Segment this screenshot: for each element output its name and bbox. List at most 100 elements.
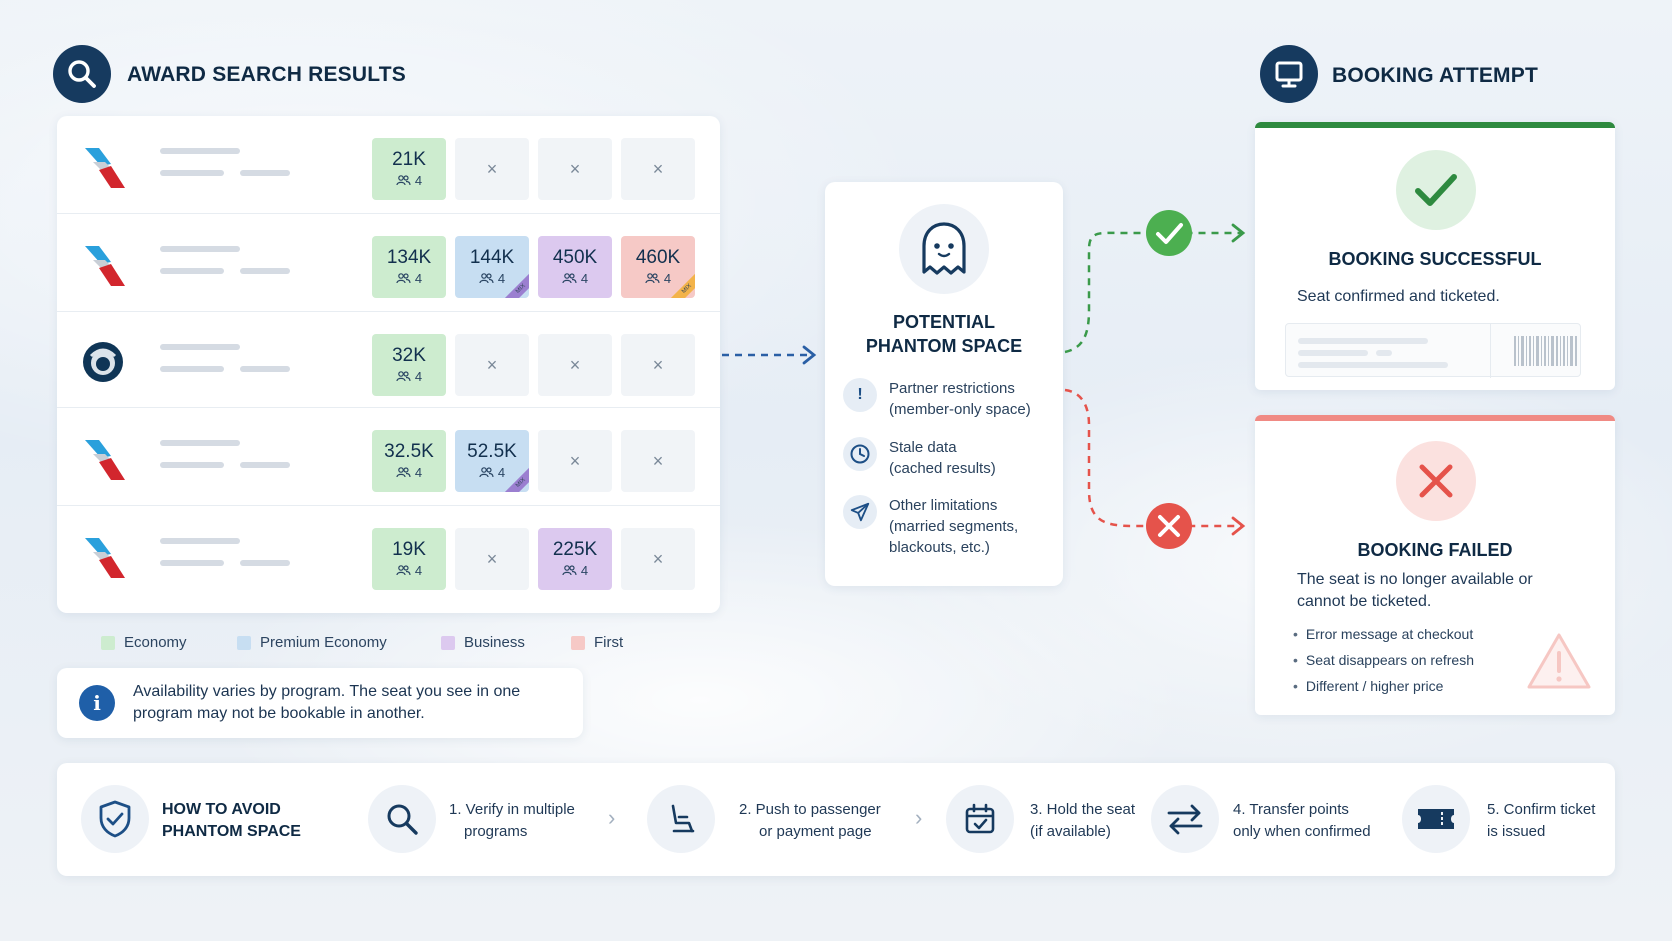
- avoid-phantom-space-bar: HOW TO AVOID PHANTOM SPACE 1. Verify in …: [57, 763, 1615, 876]
- warning-icon: [1527, 633, 1591, 689]
- award-points: 144K: [469, 247, 515, 268]
- legend-premium-economy: Premium Economy: [237, 634, 387, 651]
- unavailable-x-icon: ×: [486, 158, 498, 179]
- avoid-title-line: PHANTOM SPACE: [162, 823, 301, 840]
- people-icon: [645, 273, 660, 284]
- exclamation-icon: !: [843, 378, 877, 412]
- legend-swatch: [101, 635, 115, 650]
- phantom-space-card: POTENTIAL PHANTOM SPACE ! Partner restri…: [825, 182, 1063, 586]
- mixed-cabin-badge: MIX: [501, 463, 529, 492]
- award-points: 32.5K: [384, 441, 434, 462]
- phantom-item-line: (member-only space): [889, 401, 1031, 418]
- failed-title: BOOKING FAILED: [1357, 540, 1513, 560]
- success-check-icon: [1396, 150, 1476, 230]
- search-icon: [68, 60, 96, 88]
- people-icon: [479, 273, 494, 284]
- ghost-icon-wrap: [899, 204, 989, 294]
- placeholder-line: [160, 560, 224, 566]
- unavailable-x-icon: ×: [486, 548, 498, 569]
- plane-icon: [843, 495, 877, 529]
- tip-line: is issued: [1487, 823, 1546, 840]
- legend-label: Business: [464, 634, 525, 651]
- placeholder-line: [1376, 350, 1392, 356]
- seat-count: 4: [396, 563, 422, 578]
- award-cell-unavailable[interactable]: ×: [455, 528, 529, 590]
- seat-icon: [647, 785, 715, 853]
- award-cell-unavailable[interactable]: ×: [455, 138, 529, 200]
- award-cell-unavailable[interactable]: ×: [621, 334, 695, 396]
- unavailable-x-icon: ×: [652, 354, 664, 375]
- seat-count: 4: [479, 271, 505, 286]
- chevron-right-icon: ›: [608, 805, 616, 830]
- placeholder-line: [240, 170, 290, 176]
- people-icon: [562, 565, 577, 576]
- phantom-item-line: Partner restrictions: [889, 380, 1015, 397]
- award-cell-unavailable[interactable]: ×: [538, 430, 612, 492]
- placeholder-line: [1298, 338, 1428, 344]
- seat-number: 4: [497, 465, 506, 480]
- placeholder-line: [160, 366, 224, 372]
- seat-number: 4: [580, 563, 589, 578]
- tip-step-4: 4. Transfer points only when confirmed: [1233, 799, 1371, 843]
- airline-logo-tail-icon: [81, 242, 125, 286]
- phantom-title: POTENTIAL PHANTOM SPACE: [825, 310, 1063, 358]
- phantom-item-line: (cached results): [889, 460, 996, 477]
- tip-step-5: 5. Confirm ticket is issued: [1487, 799, 1595, 843]
- success-check-icon: [1146, 210, 1192, 256]
- legend-economy: Economy: [101, 634, 187, 651]
- tip-step-2: 2. Push to passenger or payment page: [739, 799, 881, 843]
- award-cell-unavailable[interactable]: ×: [621, 528, 695, 590]
- branch-arrows: [1064, 210, 1246, 549]
- legend-swatch: [441, 635, 455, 650]
- legend-swatch: [571, 635, 585, 650]
- info-text: Availability varies by program. The seat…: [133, 683, 521, 722]
- ghost-icon: [922, 222, 966, 275]
- award-cell-economy[interactable]: 32.5K 4: [372, 430, 446, 492]
- airline-logo-tail-icon: [81, 436, 125, 480]
- booking-section-icon: [1260, 45, 1318, 103]
- award-cell-unavailable[interactable]: ×: [621, 430, 695, 492]
- seat-count: 4: [396, 465, 422, 480]
- unavailable-x-icon: ×: [652, 158, 664, 179]
- legend-first: First: [571, 634, 623, 651]
- tip-line: 2. Push to passenger: [739, 801, 881, 818]
- tip-line: 3. Hold the seat: [1030, 801, 1136, 818]
- airline-logo-tail-icon: [81, 534, 125, 578]
- phantom-item-line: blackouts, etc.): [889, 539, 990, 556]
- award-points: 21K: [392, 149, 426, 170]
- people-icon: [396, 273, 411, 284]
- info-icon: i: [79, 685, 115, 721]
- seat-number: 4: [414, 465, 423, 480]
- award-cell-unavailable[interactable]: ×: [455, 334, 529, 396]
- avoid-title-line: HOW TO AVOID: [162, 801, 281, 818]
- placeholder-line: [240, 560, 290, 566]
- search-section-icon: [53, 45, 111, 103]
- phantom-title-line: POTENTIAL: [893, 312, 995, 332]
- seat-number: 4: [663, 271, 672, 286]
- success-desc: Seat confirmed and ticketed.: [1297, 288, 1500, 305]
- award-cell-unavailable[interactable]: ×: [538, 138, 612, 200]
- award-cell-unavailable[interactable]: ×: [538, 334, 612, 396]
- seat-count: 4: [479, 465, 505, 480]
- placeholder-line: [160, 462, 224, 468]
- booking-section-title: BOOKING ATTEMPT: [1332, 64, 1538, 87]
- search-section-title: AWARD SEARCH RESULTS: [127, 63, 406, 86]
- avoid-title: HOW TO AVOID PHANTOM SPACE: [162, 799, 301, 843]
- award-cell-unavailable[interactable]: ×: [621, 138, 695, 200]
- tip-line: only when confirmed: [1233, 823, 1371, 840]
